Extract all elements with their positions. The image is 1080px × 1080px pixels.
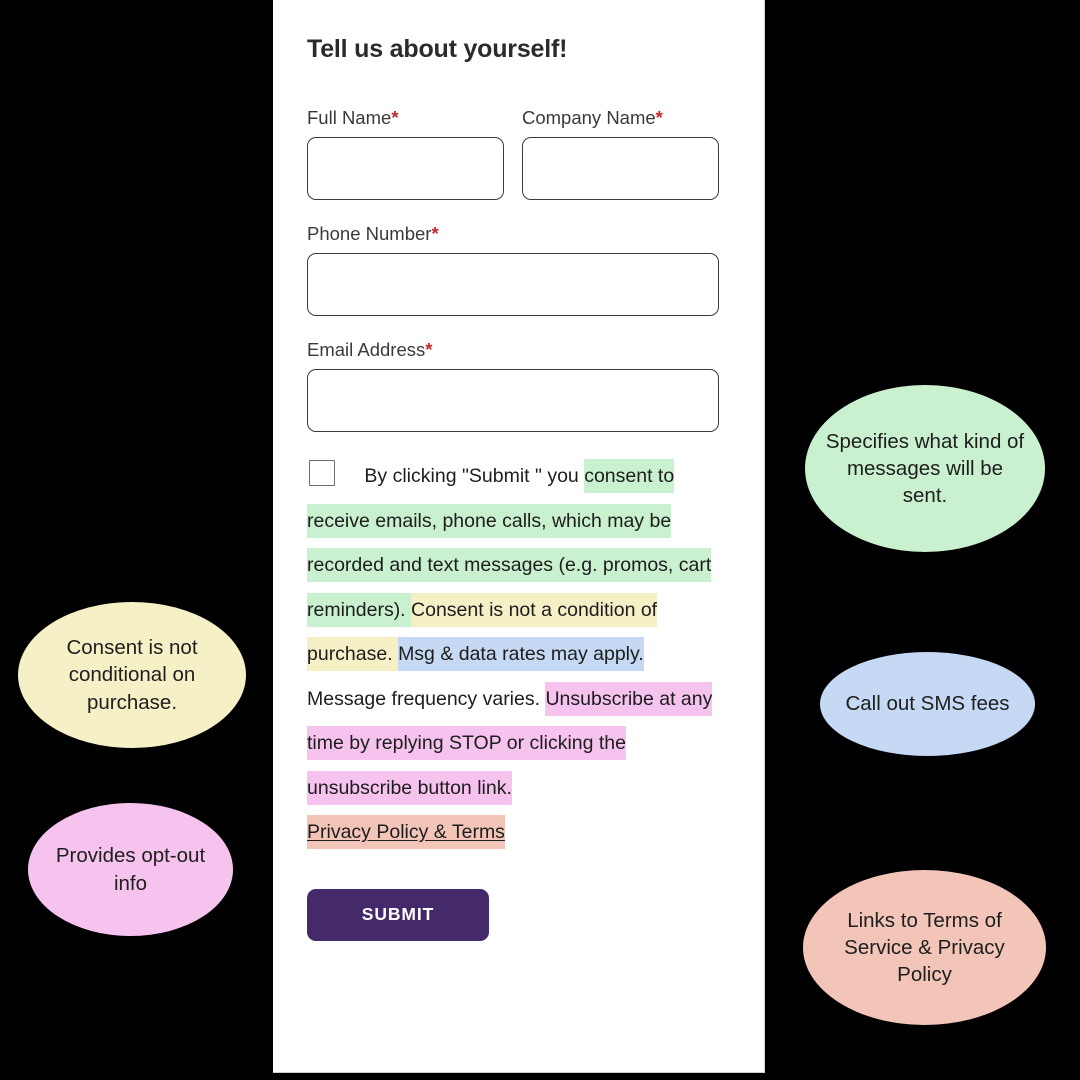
page-title: Tell us about yourself! (307, 35, 568, 63)
name-field-row: Full Name* Company Name* (307, 106, 719, 201)
field-full-name: Full Name* (307, 106, 504, 201)
phone-number-input[interactable] (307, 253, 719, 317)
consent-checkbox[interactable] (309, 460, 335, 487)
label-phone-number-text: Phone Number (307, 223, 432, 245)
callout-provides-opt-out: Provides opt-out info (28, 803, 233, 936)
email-address-input[interactable] (307, 369, 719, 433)
label-email-address: Email Address* (307, 338, 719, 362)
label-phone-number: Phone Number* (307, 222, 719, 246)
consent-text: By clicking "Submit " you consent to rec… (307, 459, 713, 850)
callout-links-to-terms: Links to Terms of Service & Privacy Poli… (803, 870, 1046, 1025)
required-asterisk: * (425, 339, 433, 361)
label-full-name-text: Full Name (307, 107, 392, 128)
field-phone-number: Phone Number* (307, 222, 719, 317)
form-content: Tell us about yourself! Full Name* Compa… (307, 34, 719, 941)
consent-segment-msg-data-rates: Msg & data rates may apply. (398, 637, 644, 672)
field-email-address: Email Address* (307, 338, 719, 433)
callout-call-out-sms-fees: Call out SMS fees (820, 652, 1035, 756)
callout-specifies-message-kind: Specifies what kind of messages will be … (805, 385, 1045, 552)
field-company-name: Company Name* (522, 106, 719, 201)
required-asterisk: * (655, 107, 663, 128)
form-card: Tell us about yourself! Full Name* Compa… (273, 0, 765, 1073)
consent-segment-intro: By clicking "Submit " you (364, 465, 585, 488)
label-company-name: Company Name* (522, 106, 719, 130)
privacy-policy-terms-link[interactable]: Privacy Policy & Terms (307, 815, 505, 850)
full-name-input[interactable] (307, 137, 504, 201)
required-asterisk: * (431, 223, 439, 245)
callout-consent-not-conditional: Consent is not conditional on purchase. (18, 602, 246, 748)
company-name-input[interactable] (522, 137, 719, 201)
label-full-name: Full Name* (307, 106, 504, 130)
label-company-name-text: Company Name (522, 107, 656, 128)
consent-segment-frequency: Message frequency varies. (307, 687, 546, 710)
submit-button[interactable]: SUBMIT (307, 888, 489, 941)
label-email-address-text: Email Address (307, 339, 426, 361)
consent-block: By clicking "Submit " you consent to rec… (307, 454, 719, 855)
required-asterisk: * (391, 107, 399, 128)
